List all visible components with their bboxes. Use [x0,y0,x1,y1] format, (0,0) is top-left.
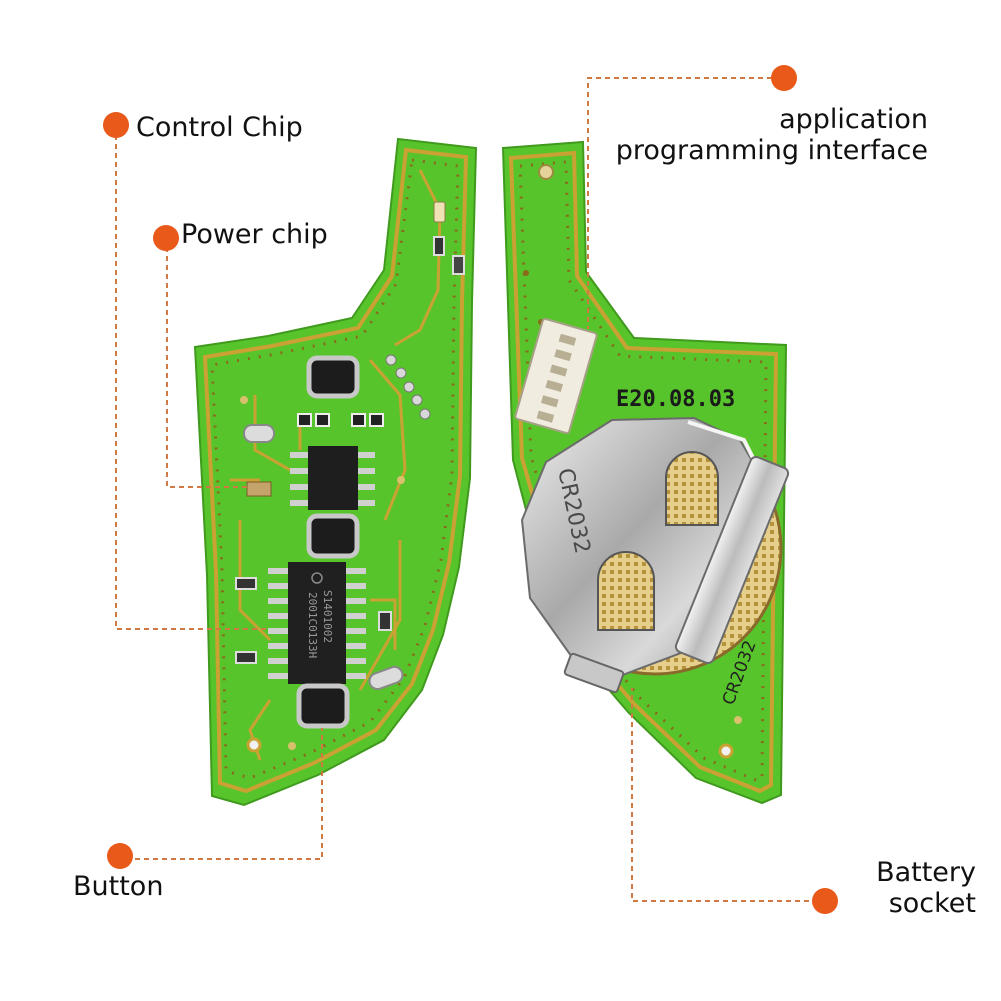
api-label: application programming interface [616,104,928,166]
battery-dot [812,888,838,914]
api-label-line-2: programming interface [615,135,928,166]
smd-resistor [378,611,392,631]
via [734,716,742,724]
battery-socket-label: Battery socket [876,857,976,919]
via [288,742,296,750]
button-dot [107,843,133,869]
battery-label-line-2: socket [888,888,976,919]
crystal-component [243,424,275,443]
pcb-date-code: E20.08.03 [616,387,735,412]
control-chip-marking-2: 2001C0133H [306,592,319,658]
smd-resistor [433,236,445,256]
via [240,396,248,404]
control-chip [268,562,366,684]
crystal-component [368,665,404,691]
callout-dots [103,65,838,914]
smd-resistor-row [297,413,384,427]
middle-tactile-button [306,513,360,559]
battery-slot [597,551,655,631]
power-chip-leader [166,238,249,488]
battery-tab [563,652,625,694]
via [538,164,554,180]
via [397,476,405,484]
bottom-tactile-button [296,683,350,729]
control-chip-marking-1: S1401002 [321,590,334,643]
smd-resistor [235,651,257,664]
mount-hole [718,743,734,759]
left-pcb-edge-vias [210,158,460,780]
api-label-line-1: application [779,104,928,135]
button-label: Button [73,871,164,902]
power-chip-capacitor [246,481,272,497]
power-chip-label: Power chip [181,219,328,250]
mount-hole [246,737,262,753]
callout-leaders [115,77,818,902]
battery-socket [520,416,790,694]
top-tactile-button [306,355,360,399]
button-leader [135,728,323,860]
smd-resistor [433,201,446,223]
programming-connector [514,318,598,434]
left-pad-row [385,354,431,420]
left-pcb-edge-trace [202,147,469,794]
left-pcb-traces [230,169,442,761]
left-pcb: S1401002 2001C0133H [193,137,478,807]
power-chip-dot [153,225,179,251]
smd-resistor [235,577,257,590]
right-pcb: E20.08.03 CR2032 CR2032 [501,140,790,805]
power-chip [290,446,375,510]
via [523,270,529,276]
battery-leader [631,688,818,902]
battery-label-line-1: Battery [876,857,976,888]
battery-clip [674,455,790,665]
battery-slot [665,451,719,526]
api-dot [771,65,797,91]
control-chip-leader [115,126,268,630]
smd-resistor [452,255,465,275]
api-leader [587,77,772,329]
control-chip-label: Control Chip [136,112,303,143]
control-chip-dot [103,112,129,138]
